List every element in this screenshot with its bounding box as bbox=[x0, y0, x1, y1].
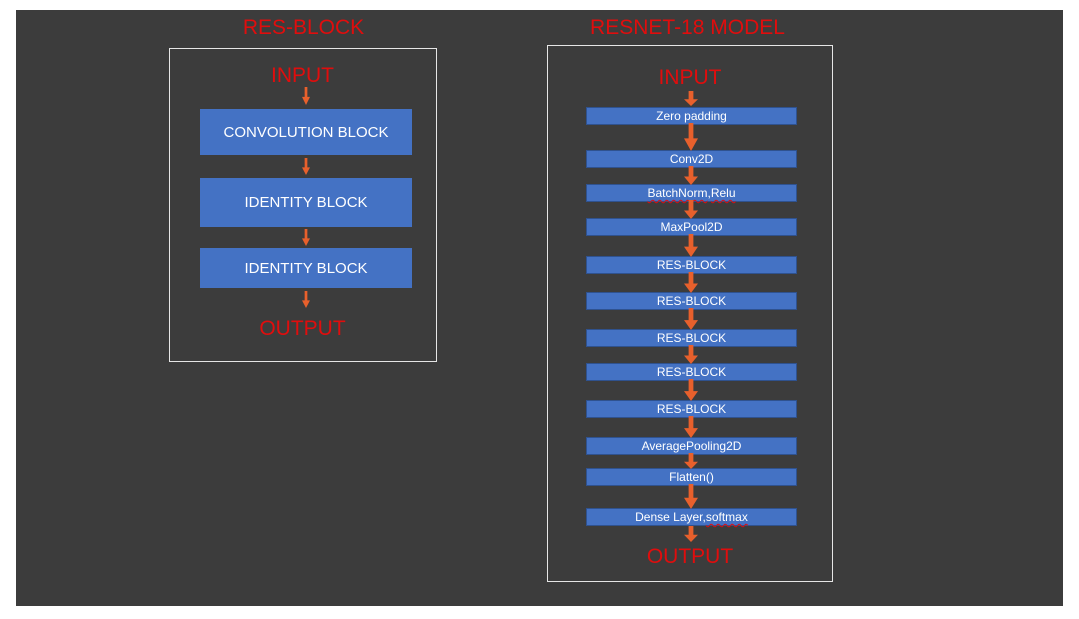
res-block-identity-block: IDENTITY BLOCK bbox=[200, 248, 412, 288]
res-block-identity-block: IDENTITY BLOCK bbox=[200, 178, 412, 227]
res-block-arrow-icon bbox=[302, 87, 310, 105]
resnet-title: RESNET-18 MODEL bbox=[590, 16, 785, 39]
slide-background bbox=[16, 10, 1063, 606]
resnet-arrow-icon bbox=[684, 416, 698, 438]
resnet-frame bbox=[547, 45, 833, 582]
resnet-input-label: INPUT bbox=[658, 66, 722, 89]
resnet-arrow-icon bbox=[684, 453, 698, 469]
resnet-arrow-icon bbox=[684, 484, 698, 509]
res-block-frame bbox=[169, 48, 437, 362]
resnet-arrow-icon bbox=[684, 379, 698, 401]
resnet-arrow-icon bbox=[684, 345, 698, 364]
resnet-arrow-icon bbox=[684, 308, 698, 330]
resnet-output-label: OUTPUT bbox=[646, 545, 734, 568]
res-block-arrow-icon bbox=[302, 158, 310, 175]
res-block-input-label: INPUT bbox=[271, 64, 334, 87]
resnet-arrow-icon bbox=[684, 200, 698, 219]
resnet-arrow-icon bbox=[684, 91, 698, 106]
resnet-arrow-icon bbox=[684, 526, 698, 542]
res-block-output-label: OUTPUT bbox=[259, 317, 346, 340]
resnet-arrow-icon bbox=[684, 123, 698, 151]
res-block-arrow-icon bbox=[302, 229, 310, 246]
res-block-title: RES-BLOCK bbox=[242, 16, 365, 39]
res-block-convolution-block: CONVOLUTION BLOCK bbox=[200, 109, 412, 155]
resnet-arrow-icon bbox=[684, 234, 698, 257]
resnet-layer: Dense Layer, softmax bbox=[586, 508, 797, 526]
resnet-arrow-icon bbox=[684, 166, 698, 185]
resnet-arrow-icon bbox=[684, 272, 698, 293]
resnet-layer: RES-BLOCK bbox=[586, 329, 797, 347]
resnet-layer: Zero padding bbox=[586, 107, 797, 125]
res-block-arrow-icon bbox=[302, 291, 310, 308]
